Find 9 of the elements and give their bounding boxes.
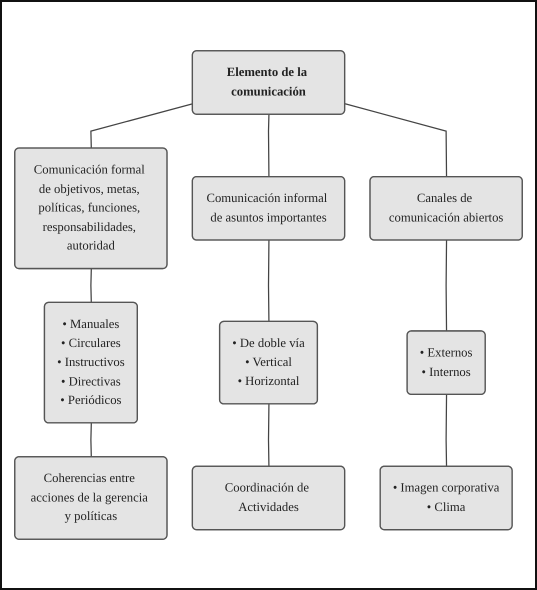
connector [445,240,448,332]
connector [445,394,448,467]
connector [90,268,92,303]
connector [268,240,270,322]
connector [268,404,270,467]
connector [268,114,270,178]
connector [90,103,193,148]
connector [344,103,448,178]
connector [90,423,92,458]
